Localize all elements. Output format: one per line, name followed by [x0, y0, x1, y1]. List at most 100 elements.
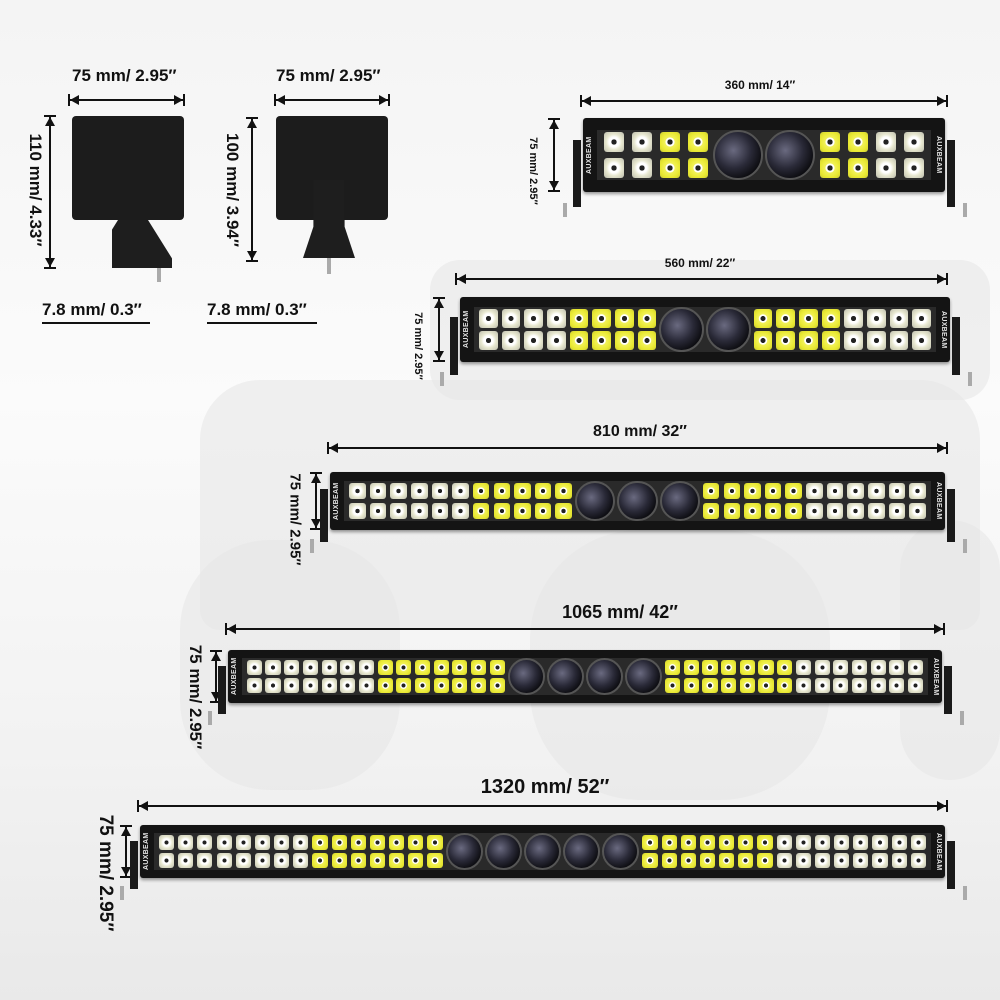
led-column	[825, 481, 846, 520]
led-column	[842, 307, 865, 351]
led	[302, 677, 318, 694]
led	[340, 659, 356, 676]
right-bolt	[963, 538, 967, 553]
led	[847, 502, 864, 520]
led	[764, 482, 782, 500]
led-column	[264, 658, 283, 694]
left-bolt	[120, 885, 124, 900]
led-column	[234, 833, 253, 869]
led-column	[432, 658, 451, 694]
left-bolt	[310, 538, 314, 553]
led	[777, 659, 793, 676]
led-column	[430, 481, 451, 520]
bar-height-line	[433, 297, 445, 362]
led	[431, 502, 449, 520]
led	[820, 132, 841, 153]
led	[489, 659, 505, 676]
led	[683, 659, 699, 676]
led	[178, 834, 194, 851]
led-column	[698, 833, 717, 869]
led	[452, 659, 468, 676]
led	[350, 834, 366, 851]
brand-logo-left: AUXBEAM	[463, 310, 470, 349]
led	[534, 502, 552, 520]
led	[501, 309, 521, 328]
led	[907, 659, 924, 676]
led	[340, 677, 356, 694]
led	[777, 677, 793, 694]
led	[758, 659, 774, 676]
led	[738, 852, 754, 869]
led-column	[774, 307, 797, 351]
bar-length-label: 560 mm/ 22″	[664, 256, 736, 270]
led	[265, 659, 281, 676]
led	[631, 132, 652, 153]
led-column	[844, 130, 872, 180]
led-column	[545, 307, 568, 351]
left-bracket	[130, 840, 138, 889]
right-bolt	[963, 203, 967, 218]
led-column	[320, 658, 339, 694]
led	[377, 659, 393, 676]
right-bracket	[947, 140, 955, 207]
led-column	[906, 658, 925, 694]
led	[744, 502, 761, 520]
led-column	[660, 833, 679, 869]
led-column	[522, 307, 545, 351]
left-bolt	[563, 203, 567, 218]
led-column	[832, 833, 851, 869]
led	[159, 834, 175, 851]
led	[665, 659, 681, 676]
bar-length-line	[580, 95, 948, 107]
led	[524, 309, 543, 328]
led-column	[301, 658, 320, 694]
led	[265, 677, 281, 694]
led-column	[736, 833, 755, 869]
brand-logo-right: AUXBEAM	[935, 136, 942, 174]
cube1-bolt-label: 7.8 mm/ 0.3″	[42, 300, 142, 319]
led	[390, 502, 407, 520]
led	[687, 157, 708, 178]
led-column	[910, 307, 933, 351]
led	[396, 659, 412, 676]
led	[661, 834, 677, 851]
led	[254, 852, 270, 869]
led	[321, 677, 337, 694]
right-bracket	[952, 316, 960, 375]
led	[853, 852, 869, 869]
led	[910, 834, 926, 851]
led	[795, 659, 811, 676]
led	[872, 834, 888, 851]
projector-lens	[712, 129, 764, 181]
led	[661, 852, 677, 869]
led	[642, 834, 658, 851]
led	[904, 132, 925, 153]
led	[472, 502, 490, 520]
led-column	[851, 833, 870, 869]
right-bracket	[947, 489, 955, 542]
led	[479, 331, 498, 350]
led	[814, 677, 830, 694]
led	[493, 502, 511, 520]
bar-height-label: 75 mm/ 2.95″	[286, 473, 304, 566]
led	[524, 331, 543, 350]
led	[471, 677, 487, 694]
led	[284, 659, 300, 676]
led	[820, 157, 841, 178]
bar-length-label: 1320 mm/ 52″	[480, 776, 610, 798]
led-column	[613, 307, 636, 351]
led	[390, 482, 407, 500]
led	[723, 482, 741, 500]
led	[284, 677, 300, 694]
led	[197, 852, 213, 869]
led-column	[845, 481, 866, 520]
projector-lens	[507, 657, 545, 696]
cube1-bracket	[112, 220, 172, 268]
led-column	[775, 658, 794, 694]
led	[665, 677, 681, 694]
led	[719, 852, 735, 869]
projector-lens	[659, 307, 705, 352]
brand-logo-left: AUXBEAM	[586, 136, 593, 174]
cube1-width-label: 75 mm/ 2.95″	[72, 66, 177, 85]
led	[739, 659, 755, 676]
